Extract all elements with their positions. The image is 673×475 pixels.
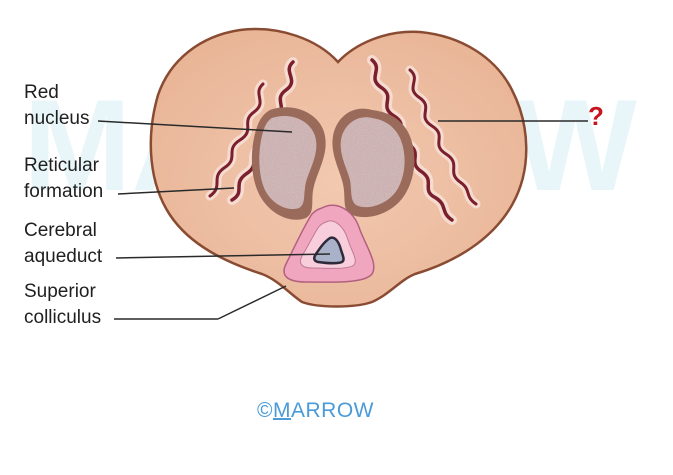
- label-superior-colliculus: Superior colliculus: [24, 279, 101, 331]
- leader-colliculus-diag: [217, 285, 287, 320]
- leader-aqueduct: [115, 253, 331, 259]
- label-red-nucleus-line2: nucleus: [24, 108, 90, 129]
- leader-reticular: [117, 187, 235, 195]
- credit-first-letter: M: [272, 399, 291, 422]
- left-red-nucleus: [251, 107, 326, 220]
- label-aqueduct-line1: Cerebral: [24, 220, 97, 241]
- label-colliculus-line1: Superior: [24, 281, 96, 302]
- marrow-credit: ©MARROW: [257, 399, 374, 423]
- label-reticular-formation: Reticular formation: [24, 153, 103, 205]
- credit-rest: ARROW: [290, 399, 374, 422]
- label-red-nucleus: Red nucleus: [24, 80, 90, 132]
- label-reticular-line1: Reticular: [24, 155, 99, 176]
- label-aqueduct-line2: aqueduct: [24, 246, 103, 267]
- copyright-symbol: ©: [257, 399, 273, 422]
- label-reticular-line2: formation: [24, 181, 104, 202]
- label-colliculus-line2: colliculus: [24, 307, 102, 328]
- label-cerebral-aqueduct: Cerebral aqueduct: [24, 218, 102, 270]
- leader-red-nucleus: [97, 120, 293, 133]
- label-red-nucleus-line1: Red: [24, 82, 59, 103]
- cerebral-aqueduct: [283, 204, 375, 283]
- unknown-structure-marker: ?: [588, 101, 604, 131]
- right-red-nucleus: [332, 108, 415, 218]
